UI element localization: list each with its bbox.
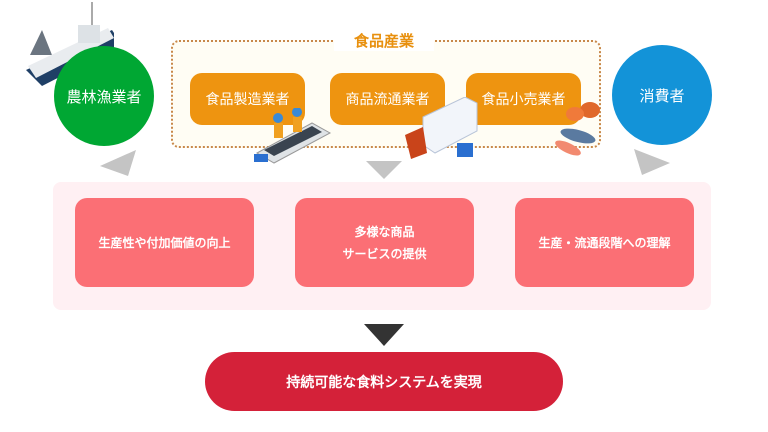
retailer-box: 食品小売業者	[466, 73, 581, 125]
arrow-down-right-icon	[634, 149, 670, 175]
distributor-label: 商品流通業者	[345, 92, 430, 108]
consumers-label: 消費者	[639, 86, 685, 105]
food-manufacturer-box: 食品製造業者	[190, 73, 305, 125]
food-industry-title: 食品産業	[334, 30, 434, 51]
producers-label: 農林漁業者	[66, 87, 142, 106]
arrow-down-dark-icon	[364, 324, 404, 346]
outcome-text: 生産・流通段階への理解	[538, 235, 671, 250]
seafood-icon	[555, 102, 600, 156]
outcome-text: 生産性や付加価値の向上	[98, 235, 231, 250]
outcome-understanding: 生産・流通段階への理解	[515, 198, 694, 287]
delivery-truck-icon	[405, 97, 478, 159]
food-manufacturer-label: 食品製造業者	[205, 92, 290, 108]
goal-text: 持続可能な食料システムを実現	[286, 374, 482, 391]
producers-circle: 農林漁業者	[54, 46, 154, 146]
arrow-down-left-icon	[100, 150, 136, 176]
factory-line-icon	[254, 108, 332, 164]
outcome-text: 多様な商品	[354, 224, 415, 239]
arrow-down-icon	[366, 161, 402, 179]
retailer-label: 食品小売業者	[481, 92, 566, 108]
consumers-circle: 消費者	[612, 45, 712, 145]
outcome-text: サービスの提供	[342, 246, 427, 261]
outcome-productivity: 生産性や付加価値の向上	[75, 198, 254, 287]
outcome-diverse-products: 多様な商品サービスの提供	[295, 198, 474, 287]
goal-banner: 持続可能な食料システムを実現	[205, 352, 563, 411]
